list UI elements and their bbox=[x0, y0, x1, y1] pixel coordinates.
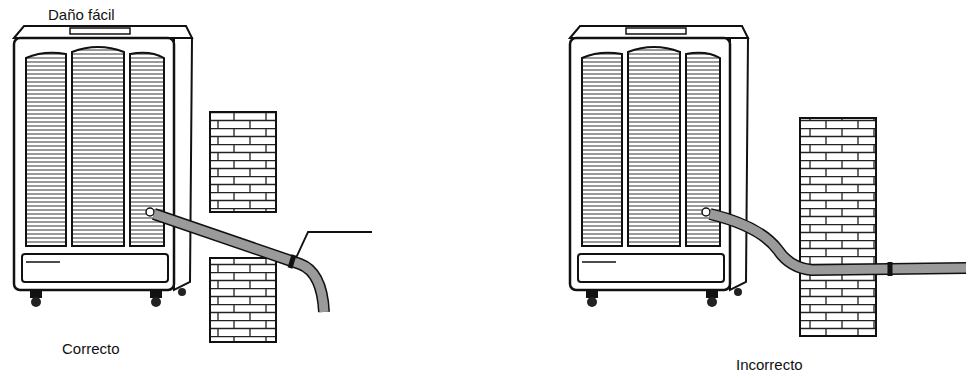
wall-left bbox=[210, 112, 276, 342]
status-label: Incorrecto bbox=[736, 356, 803, 374]
status-label: Correcto bbox=[62, 340, 120, 358]
leader-line bbox=[296, 232, 372, 258]
dehumidifier-left bbox=[14, 26, 192, 307]
warning-label: Daño fácil bbox=[48, 6, 115, 24]
drain-hose-right bbox=[710, 214, 966, 276]
dehumidifier-right bbox=[570, 26, 748, 307]
wall-right bbox=[800, 118, 876, 336]
drain-hose-left bbox=[154, 214, 324, 312]
